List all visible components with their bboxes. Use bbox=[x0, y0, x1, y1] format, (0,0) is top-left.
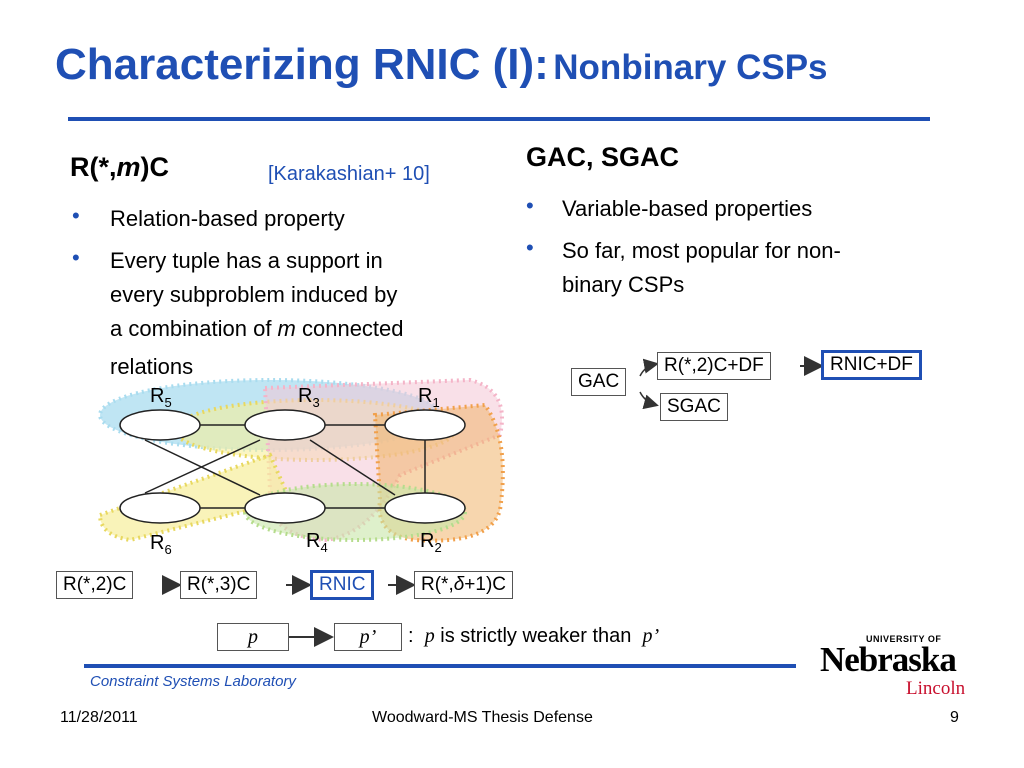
bullet-dot: • bbox=[72, 203, 80, 228]
legend-sentence: is strictly weaker than bbox=[434, 625, 637, 647]
left-bullet-text: a combination of bbox=[110, 316, 278, 341]
bullet-dot: • bbox=[72, 245, 80, 270]
legend-text: : p is strictly weaker than p’ bbox=[408, 625, 659, 648]
box-sgac: SGAC bbox=[660, 393, 728, 421]
arrow-gac-to-rmdf bbox=[639, 358, 659, 377]
node-r3 bbox=[244, 409, 326, 441]
node-r6 bbox=[119, 492, 201, 524]
right-bullet-1: Variable-based properties bbox=[562, 196, 813, 221]
label-r5: R5 bbox=[150, 385, 172, 410]
node-r5 bbox=[119, 409, 201, 441]
legend-p-prime: p’ bbox=[642, 625, 660, 647]
label-sub: 5 bbox=[164, 395, 172, 410]
label-r2: R2 bbox=[420, 530, 442, 555]
label-r4: R4 bbox=[306, 530, 328, 555]
citation: [Karakashian+ 10] bbox=[268, 163, 430, 185]
graph-nodes bbox=[119, 409, 466, 524]
label-r1: R1 bbox=[418, 385, 440, 410]
label-sub: 1 bbox=[432, 395, 440, 410]
box-rmdf: R(*,2)C+DF bbox=[657, 352, 771, 380]
label-r: R bbox=[150, 532, 165, 554]
left-bullet-1: Relation-based property bbox=[110, 206, 345, 231]
right-bullet-2-line-2: binary CSPs bbox=[562, 272, 685, 297]
footer-lab: Constraint Systems Laboratory bbox=[90, 673, 296, 690]
chain-box-rdelta: R(*,δ+1)C bbox=[414, 571, 514, 599]
bullet-dot: • bbox=[526, 193, 534, 218]
title-sub: Nonbinary CSPs bbox=[553, 48, 828, 87]
chain-box-r3c: R(*,3)C bbox=[180, 571, 258, 599]
legend-colon: : bbox=[408, 625, 414, 647]
box-rnicdf: RNIC+DF bbox=[821, 350, 922, 380]
left-heading-m: m bbox=[116, 152, 141, 182]
legend-box-p: p bbox=[217, 623, 289, 651]
left-bullet-2-line-4: relations bbox=[110, 354, 194, 379]
footer-page: 9 bbox=[950, 709, 959, 726]
label-sub: 4 bbox=[320, 540, 328, 555]
left-bullet-2-line-3: a combination of m connected bbox=[110, 312, 404, 346]
label-r: R bbox=[418, 385, 433, 407]
logo-small: UNIVERSITY OF bbox=[866, 634, 942, 644]
hypergraph bbox=[97, 377, 505, 543]
legend-p: p bbox=[424, 625, 435, 647]
right-bullet-2-line-1: So far, most popular for non- bbox=[562, 238, 841, 263]
label-sub: 6 bbox=[164, 542, 172, 557]
edge bbox=[144, 439, 261, 496]
right-heading: GAC, SGAC bbox=[526, 142, 680, 172]
logo-city: Lincoln bbox=[906, 678, 966, 699]
node-r4 bbox=[244, 492, 326, 524]
chain-box-rnic: RNIC bbox=[310, 570, 375, 600]
chain-text: +1)C bbox=[464, 574, 507, 595]
edge bbox=[309, 439, 396, 496]
left-heading-suffix: )C bbox=[140, 152, 170, 182]
left-bullet-m: m bbox=[277, 316, 296, 341]
chain-delta: δ bbox=[453, 574, 465, 595]
label-r: R bbox=[150, 385, 165, 407]
arrow-gac-to-sgac bbox=[639, 391, 659, 410]
label-sub: 3 bbox=[312, 395, 320, 410]
title-rule bbox=[68, 117, 930, 121]
legend-box-p-prime: p’ bbox=[334, 623, 402, 651]
left-bullet-text: connected bbox=[295, 316, 404, 341]
label-r: R bbox=[306, 530, 321, 552]
left-bullet-2-line-2: every subproblem induced by bbox=[110, 282, 398, 307]
bullet-dot: • bbox=[526, 235, 534, 260]
nebraska-logo: UNIVERSITY OF Nebraska Lincoln bbox=[818, 632, 968, 702]
node-r2 bbox=[384, 492, 466, 524]
label-r: R bbox=[420, 530, 435, 552]
slide-title: Characterizing RNIC (I): Nonbinary CSPs bbox=[55, 40, 828, 90]
footer-date: 11/28/2011 bbox=[60, 709, 138, 726]
left-bullet-2-line-1: Every tuple has a support in bbox=[110, 248, 383, 273]
label-r6: R6 bbox=[150, 532, 172, 557]
footer-rule bbox=[84, 664, 796, 668]
footer-center: Woodward-MS Thesis Defense bbox=[372, 709, 593, 726]
left-heading-prefix: R(*, bbox=[70, 152, 117, 182]
label-r: R bbox=[298, 385, 313, 407]
title-main: Characterizing RNIC (I): bbox=[55, 40, 549, 89]
logo-big: Nebraska bbox=[820, 640, 957, 679]
label-r3: R3 bbox=[298, 385, 320, 410]
node-r1 bbox=[384, 409, 466, 441]
box-gac: GAC bbox=[571, 368, 627, 396]
left-heading: R(*,m)C bbox=[70, 152, 169, 183]
edge bbox=[144, 439, 261, 494]
label-sub: 2 bbox=[434, 540, 442, 555]
chain-text: R(*, bbox=[421, 574, 454, 595]
chain-box-r2c: R(*,2)C bbox=[56, 571, 134, 599]
